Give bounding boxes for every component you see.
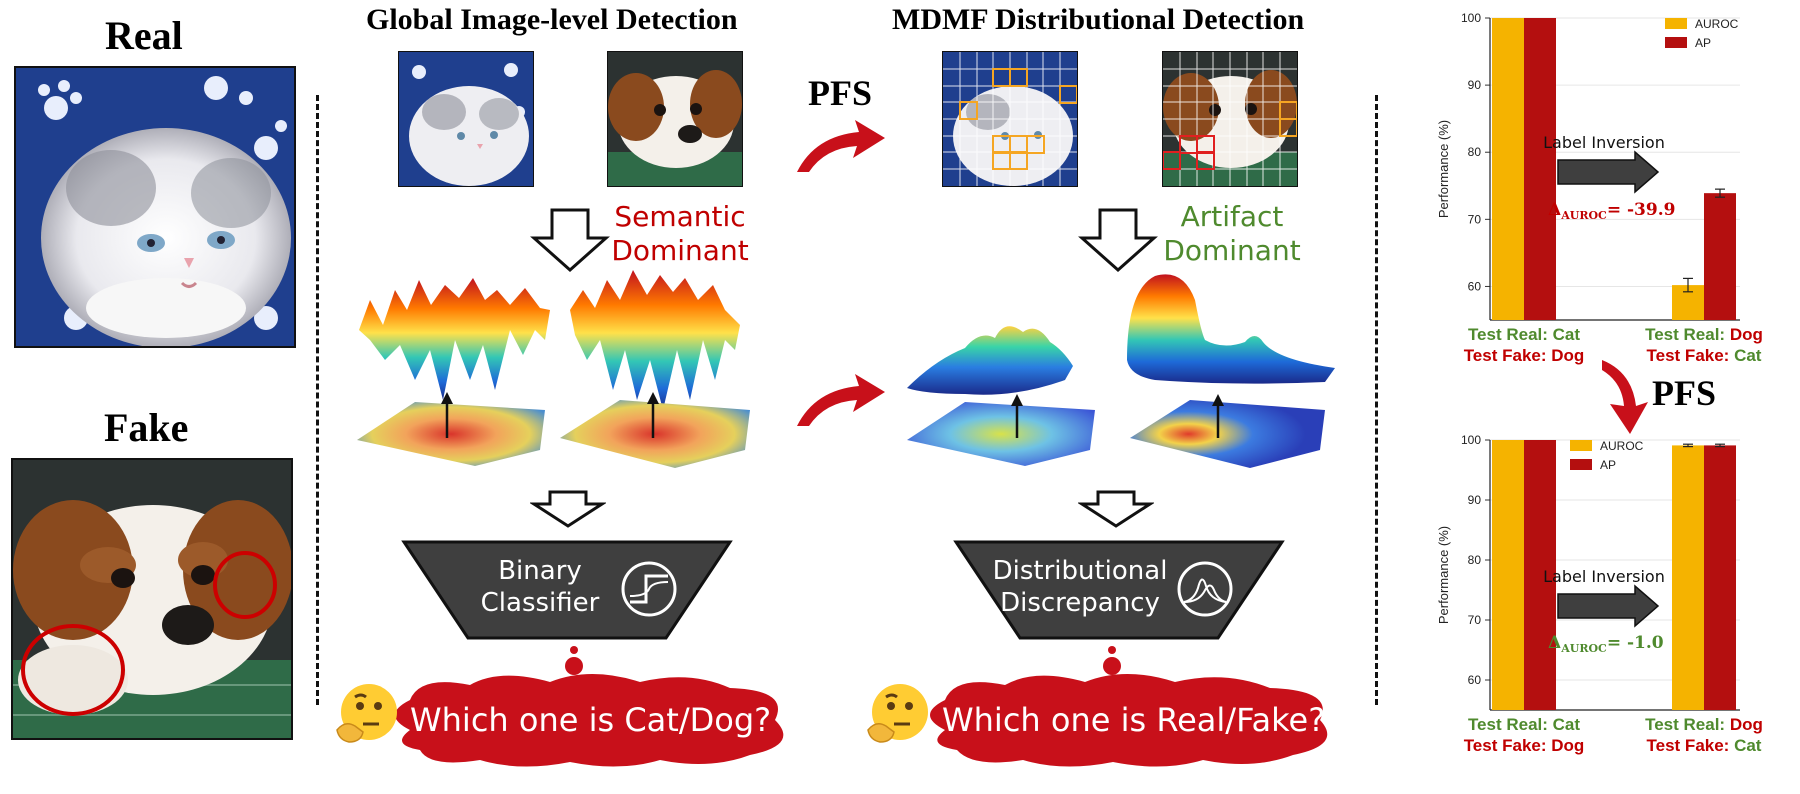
delta-auroc-text: ΔAUROC= -1.0	[1548, 633, 1664, 655]
y-tick-label: 60	[1468, 673, 1482, 687]
legend-swatch	[1665, 18, 1687, 29]
global-annotation-line2: Dominant	[611, 234, 749, 267]
artifact-surface-plots	[907, 274, 1335, 468]
distributional-discrepancy-line1: Distributional	[992, 556, 1168, 586]
bar-ap	[1524, 440, 1556, 710]
curved-red-arrow-icon	[797, 120, 885, 172]
mdmf-down-arrow-2	[1078, 490, 1154, 528]
y-tick-label: 90	[1468, 493, 1482, 507]
mdmf-annotation-line1: Artifact	[1180, 200, 1284, 233]
global-down-arrow-2	[530, 490, 606, 528]
thinking-face-icon-2	[867, 684, 928, 743]
label-inversion-arrow-icon	[1557, 584, 1660, 628]
y-tick-label: 90	[1468, 78, 1482, 92]
mdmf-fake-thumbnail	[1162, 51, 1298, 187]
global-down-arrow-1	[530, 208, 610, 272]
category-label-real: Test Real: Dog	[1645, 715, 1763, 734]
y-tick-label: 80	[1468, 145, 1482, 159]
global-question-text: Which one is Cat/Dog?	[410, 701, 772, 739]
y-tick-label: 60	[1468, 279, 1482, 293]
legend-label: AUROC	[1600, 439, 1644, 453]
mdmf-down-arrow-1	[1078, 208, 1158, 272]
category-label-fake: Test Fake: Cat	[1647, 736, 1762, 755]
legend-swatch	[1570, 440, 1592, 451]
category-label-real: Test Real: Cat	[1468, 325, 1580, 344]
y-tick-label: 100	[1461, 11, 1481, 25]
binary-classifier-line2: Classifier	[480, 588, 600, 618]
binary-classifier-label: Binary Classifier	[470, 555, 610, 619]
legend-label: AP	[1695, 36, 1711, 50]
bar-ap	[1704, 445, 1736, 710]
y-tick-label: 70	[1468, 212, 1482, 226]
thinking-face-icon	[336, 684, 397, 743]
pfs-down-arrow-icon	[1602, 360, 1648, 434]
mdmf-question-cloud	[930, 674, 1328, 767]
legend-swatch	[1665, 37, 1687, 48]
pfs-right-label: PFS	[1652, 373, 1717, 413]
category-label-fake: Test Fake: Dog	[1464, 736, 1585, 755]
distributional-discrepancy-label: Distributional Discrepancy	[990, 555, 1170, 619]
label-inversion-text: Label Inversion	[1543, 133, 1665, 152]
y-tick-label: 70	[1468, 613, 1482, 627]
divider-left	[316, 95, 319, 705]
category-label-fake: Test Fake: Cat	[1647, 346, 1762, 365]
global-fake-thumbnail	[607, 51, 743, 187]
category-label-real: Test Real: Cat	[1468, 715, 1580, 734]
label-inversion-arrow-icon	[1557, 150, 1660, 194]
global-real-thumbnail	[398, 51, 534, 187]
pfs-top-label: PFS	[808, 73, 873, 113]
bar-auroc	[1672, 445, 1704, 710]
bar-auroc	[1492, 18, 1524, 320]
step-function-icon	[621, 561, 677, 617]
distributional-discrepancy-line2: Discrepancy	[1000, 588, 1160, 618]
bar-ap	[1704, 193, 1736, 320]
fake-label: Fake	[104, 405, 189, 450]
real-label: Real	[105, 13, 183, 58]
label-inversion-text: Label Inversion	[1543, 567, 1665, 586]
divider-right	[1375, 95, 1378, 705]
bar-ap	[1524, 18, 1556, 320]
y-axis-label: Performance (%)	[1436, 120, 1451, 218]
global-annotation-line1: Semantic	[614, 200, 746, 233]
global-question-cloud	[395, 674, 784, 767]
mdmf-real-thumbnail	[942, 51, 1078, 187]
binary-classifier-line1: Binary	[498, 556, 582, 586]
y-axis-label: Performance (%)	[1436, 526, 1451, 624]
mdmf-annotation-line2: Dominant	[1163, 234, 1301, 267]
y-tick-label: 100	[1461, 433, 1481, 447]
category-label-real: Test Real: Dog	[1645, 325, 1763, 344]
mdmf-question-text: Which one is Real/Fake?	[942, 701, 1326, 739]
category-label-fake: Test Fake: Dog	[1464, 346, 1585, 365]
global-annotation: Semantic Dominant	[610, 200, 750, 268]
global-thought-connector	[565, 646, 583, 675]
distribution-curves-icon	[1177, 561, 1233, 617]
mdmf-annotation: Artifact Dominant	[1162, 200, 1302, 268]
mdmf-thought-connector	[1103, 646, 1121, 675]
curved-red-arrow-icon-2	[797, 374, 885, 426]
legend-label: AP	[1600, 458, 1616, 472]
real-kitten-image	[14, 66, 296, 348]
bar-auroc	[1492, 440, 1524, 710]
global-title: Global Image-level Detection	[366, 3, 738, 36]
delta-auroc-text: ΔAUROC= -39.9	[1548, 200, 1675, 222]
legend-swatch	[1570, 459, 1592, 470]
fake-dog-image	[11, 458, 293, 740]
legend-label: AUROC	[1695, 17, 1739, 31]
semantic-surface-plots	[357, 270, 750, 468]
y-tick-label: 80	[1468, 553, 1482, 567]
mdmf-title: MDMF Distributional Detection	[892, 3, 1305, 36]
